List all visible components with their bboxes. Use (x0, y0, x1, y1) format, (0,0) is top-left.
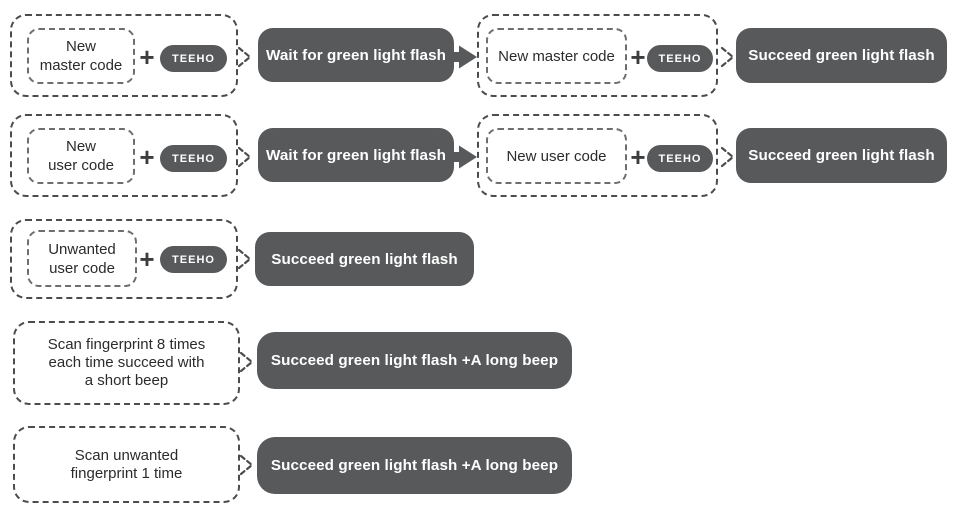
row5-line2: fingerprint 1 time (70, 464, 183, 482)
row2-code-box: New user code (27, 128, 135, 184)
row4-instruction-box: Scan fingerprint 8 times each time succe… (13, 321, 240, 405)
row2-confirm-group (477, 114, 718, 197)
row4-line2: each time succeed with (48, 354, 205, 371)
row1-code-line2: master code (39, 57, 123, 74)
arrow-right-icon (452, 145, 477, 169)
arrow-right-icon (452, 45, 477, 69)
row5-result-box: Succeed green light flash +A long beep (257, 437, 572, 494)
row2-confirm-code-label: New user code (506, 147, 607, 165)
teeho-logo: TEEHO (647, 145, 713, 172)
teeho-logo: TEEHO (160, 45, 227, 72)
row1-result-box: Succeed green light flash (736, 28, 947, 83)
row1-confirm-code-box: New master code (486, 28, 627, 84)
row2-code-line1: New (65, 138, 96, 155)
dashed-arrow-icon (237, 146, 252, 168)
row2-wait-box: Wait for green light flash (258, 128, 454, 182)
row3-input-group (10, 219, 238, 299)
row5-instruction-box: Scan unwanted fingerprint 1 time (13, 426, 240, 503)
plus-sign: + (139, 42, 155, 72)
dashed-arrow-icon (720, 146, 735, 168)
row1-confirm-group (477, 14, 718, 97)
row1-confirm-code-label: New master code (498, 47, 615, 65)
dashed-arrow-icon (720, 46, 735, 68)
row4-result-box: Succeed green light flash +A long beep (257, 332, 572, 389)
dashed-arrow-icon (237, 46, 252, 68)
row1-code-line1: New (65, 38, 96, 55)
row2-code-line2: user code (48, 157, 114, 174)
dashed-arrow-icon (237, 248, 252, 270)
row3-code-line1: Unwanted (48, 240, 116, 258)
row5-line1: Scan unwanted (74, 446, 179, 464)
row2-input-group (10, 114, 238, 197)
row1-input-group (10, 14, 238, 97)
row2-confirm-code-box: New user code (486, 128, 627, 184)
row1-wait-box: Wait for green light flash (258, 28, 454, 82)
teeho-logo: TEEHO (160, 145, 227, 172)
dashed-arrow-icon (239, 351, 254, 373)
plus-sign: + (139, 142, 155, 172)
row4-line3: a short beep (84, 372, 169, 389)
plus-sign: + (630, 42, 646, 72)
plus-sign: + (630, 142, 646, 172)
plus-sign: + (139, 244, 155, 274)
row3-result-box: Succeed green light flash (255, 232, 474, 286)
dashed-arrow-icon (239, 454, 254, 476)
teeho-logo: TEEHO (647, 45, 713, 72)
row4-line1: Scan fingerprint 8 times (47, 336, 206, 353)
row1-code-box: New master code (27, 28, 135, 84)
row3-code-line2: user code (49, 259, 115, 277)
row3-code-box: Unwanted user code (27, 230, 137, 287)
row2-result-box: Succeed green light flash (736, 128, 947, 183)
teeho-logo: TEEHO (160, 246, 227, 273)
